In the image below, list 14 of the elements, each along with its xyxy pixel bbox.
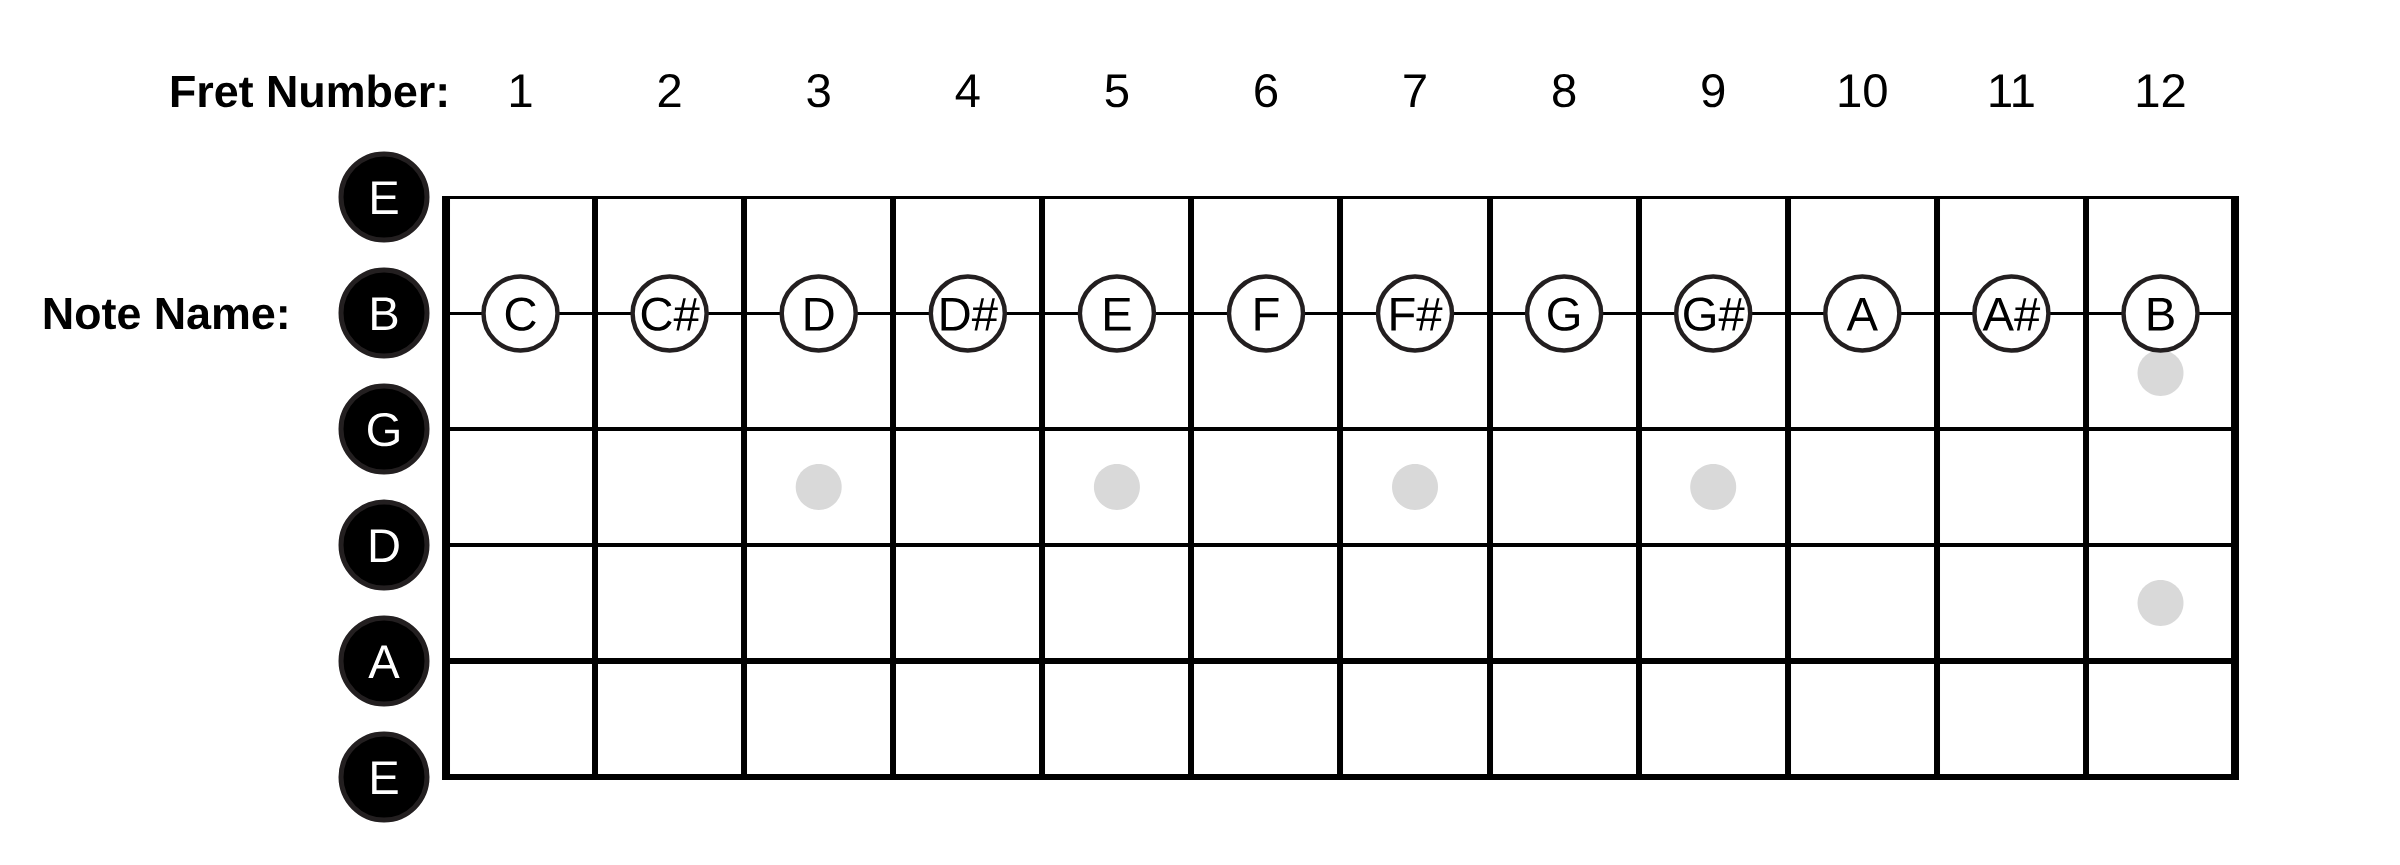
fret-number: 10: [1839, 73, 1887, 108]
fret-number: 3: [807, 73, 830, 108]
row-heading: Note Name:: [44, 298, 287, 330]
fret-number: 1: [510, 74, 532, 107]
fret-number: 11: [1990, 74, 2034, 107]
fret-number: 6: [1255, 73, 1278, 108]
fret-number: 4: [955, 74, 980, 107]
fret-number: 7: [1404, 74, 1426, 107]
fret-number: 8: [1553, 73, 1576, 108]
fret-number: 5: [1105, 74, 1129, 108]
fret-number: 9: [1702, 73, 1725, 108]
row-heading: Fret Number:: [171, 74, 446, 108]
fret-number: 12: [2137, 73, 2185, 107]
fret-number: 2: [658, 73, 681, 107]
